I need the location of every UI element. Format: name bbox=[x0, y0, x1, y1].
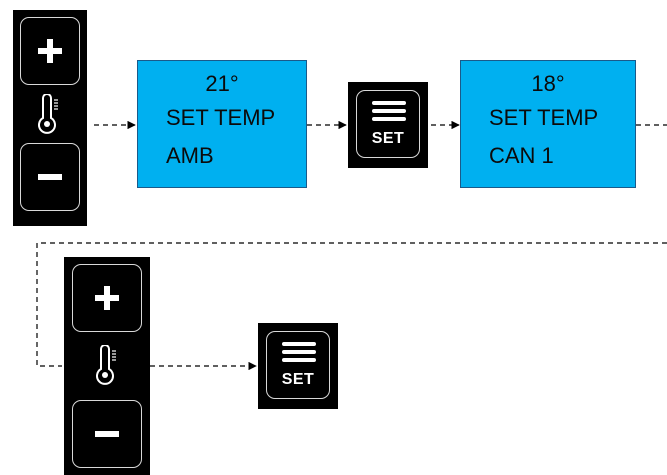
menu-lines-icon bbox=[282, 342, 316, 362]
set-button-panel-1: SET bbox=[348, 82, 428, 168]
set-label: SET bbox=[281, 371, 315, 388]
connector-return-line bbox=[36, 242, 667, 367]
thermometer-icon bbox=[38, 94, 58, 134]
minus-icon bbox=[95, 431, 119, 437]
plus-icon bbox=[95, 286, 119, 310]
lcd-display-can1: 18° SET TEMP CAN 1 bbox=[460, 60, 636, 188]
plus-button[interactable] bbox=[20, 17, 80, 85]
plus-icon bbox=[38, 39, 62, 63]
menu-lines-icon bbox=[372, 101, 406, 121]
temperature-value: 18° bbox=[531, 71, 565, 96]
display-line-zone: CAN 1 bbox=[489, 143, 554, 168]
set-button[interactable]: SET bbox=[266, 331, 330, 399]
minus-button[interactable] bbox=[20, 143, 80, 211]
thermometer-icon bbox=[96, 345, 116, 385]
minus-icon bbox=[38, 174, 62, 180]
temperature-value: 21° bbox=[205, 71, 239, 96]
display-line-setting: SET TEMP bbox=[489, 105, 599, 130]
lcd-display-amb: 21° SET TEMP AMB bbox=[137, 60, 307, 188]
set-label: SET bbox=[371, 130, 405, 147]
control-panel-2 bbox=[64, 257, 150, 475]
display-line-zone: AMB bbox=[166, 143, 214, 168]
set-button-panel-2: SET bbox=[258, 323, 338, 409]
display-line-setting: SET TEMP bbox=[166, 105, 276, 130]
minus-button[interactable] bbox=[72, 400, 142, 468]
plus-button[interactable] bbox=[72, 264, 142, 332]
set-button[interactable]: SET bbox=[356, 90, 420, 158]
control-panel-1 bbox=[13, 10, 87, 226]
